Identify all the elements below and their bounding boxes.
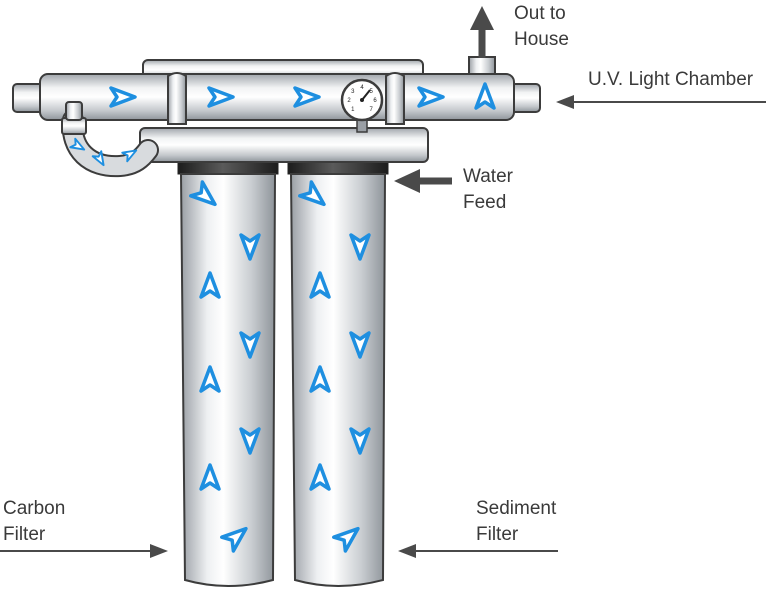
label-pointers — [0, 6, 766, 558]
water-feed-label: Water Feed — [463, 164, 513, 216]
carbon-filter-label-line-2: Filter — [3, 524, 46, 545]
blue-flow-arrow-icon — [199, 271, 221, 299]
blue-flow-arrow-icon — [298, 180, 326, 207]
blue-flow-arrow-icon — [309, 365, 331, 393]
out-to-house-label-line-1: Out to — [514, 3, 566, 24]
clamp-right — [385, 72, 405, 125]
out-to-house-arrowhead — [470, 6, 494, 30]
carbon-filter-housing — [179, 173, 277, 587]
sediment-filter-label: Sediment Filter — [476, 496, 556, 548]
blue-flow-arrow-icon — [349, 331, 371, 359]
blue-flow-arrow-icon — [189, 180, 217, 207]
uv-chamber-arrowhead — [556, 95, 574, 109]
blue-flow-arrow-icon — [309, 463, 331, 491]
carbon-filter-arrowhead — [150, 544, 168, 558]
blue-flow-arrow-icon — [199, 463, 221, 491]
out-to-house-label: Out to House — [514, 1, 569, 53]
sediment-filter-label-line-2: Filter — [476, 524, 519, 545]
blue-flow-arrow-icon — [91, 150, 105, 167]
blue-flow-arrow-icon — [417, 86, 445, 108]
blue-flow-arrow-icon — [109, 86, 137, 108]
gauge-tick-label: 2 — [347, 98, 351, 104]
blue-flow-arrow-icon — [207, 86, 235, 108]
uv-light-chamber-label: U.V. Light Chamber — [588, 67, 753, 93]
gauge-tick-label: 4 — [360, 85, 364, 91]
gauge-pivot — [360, 98, 364, 102]
gauge-tick-label: 5 — [370, 89, 374, 95]
blue-flow-arrow-icon — [293, 86, 321, 108]
gauge-tick-label: 6 — [373, 98, 377, 104]
hose-fitting-elbow — [65, 101, 83, 121]
blue-flow-arrow-icon — [121, 149, 138, 163]
blue-flow-arrow-icon — [220, 526, 248, 553]
water-feed-label-line-1: Water — [463, 166, 513, 187]
blue-flow-arrow-icon — [332, 526, 360, 553]
water-feed-arrowhead — [394, 169, 420, 193]
carbon-filter-label-line-1: Carbon — [3, 498, 66, 519]
blue-flow-arrow-icon — [349, 427, 371, 455]
sediment-filter-label-line-1: Sediment — [476, 498, 557, 519]
blue-flow-arrow-icon — [239, 427, 261, 455]
blue-flow-arrow-icon — [239, 331, 261, 359]
sediment-filter-housing — [289, 173, 387, 587]
gauge-tick-label: 7 — [370, 107, 374, 113]
gauge-tick-label: 1 — [351, 107, 355, 113]
blue-flow-arrow-icon — [199, 365, 221, 393]
blue-flow-arrow-icon — [349, 233, 371, 261]
carbon-filter-label: Carbon Filter — [3, 496, 65, 548]
water-feed-label-line-2: Feed — [463, 192, 507, 213]
uv-light-chamber-label-line-1: U.V. Light Chamber — [588, 69, 754, 90]
blue-flow-arrow-icon — [239, 233, 261, 261]
filter-head-manifold — [139, 127, 429, 163]
clamp-left — [167, 72, 187, 125]
blue-flow-arrow-icon — [474, 82, 496, 110]
gauge-needle — [361, 89, 371, 101]
blue-flow-arrow-icon — [309, 271, 331, 299]
gauge-tick-label: 3 — [351, 89, 355, 95]
out-to-house-label-line-2: House — [514, 29, 569, 50]
flow-arrows — [69, 82, 496, 553]
blue-flow-arrow-icon — [69, 137, 86, 151]
sediment-filter-arrowhead — [398, 544, 416, 558]
